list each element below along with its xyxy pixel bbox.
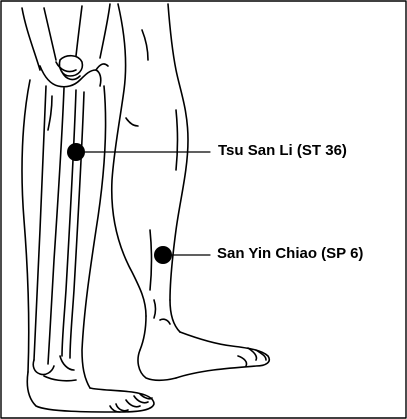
left-leg: [22, 4, 154, 412]
sp6-point-marker: [154, 246, 172, 264]
sp6-label: San Yin Chiao (SP 6): [217, 246, 363, 261]
st36-point-marker: [67, 143, 85, 161]
st36-label: Tsu San Li (ST 36): [218, 143, 347, 158]
right-leg: [112, 4, 270, 380]
